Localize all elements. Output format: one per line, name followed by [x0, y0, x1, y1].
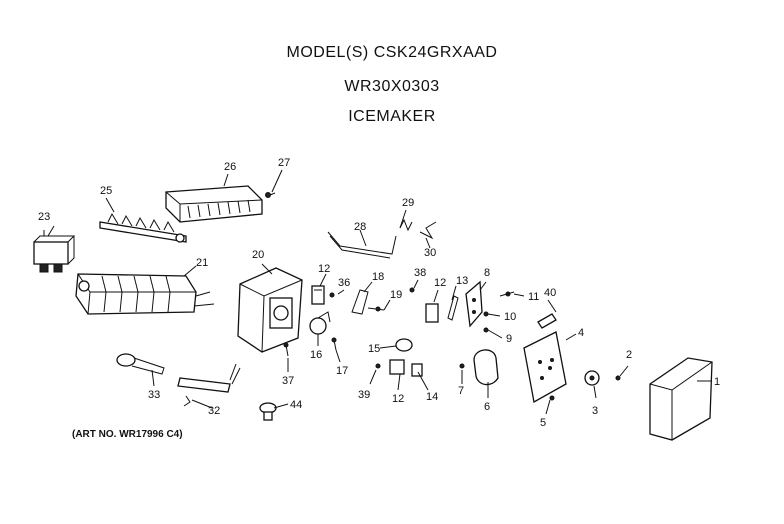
callout-15: 15: [368, 343, 380, 355]
callout-17: 17: [336, 365, 348, 377]
callout-6: 6: [484, 401, 490, 413]
callout-labels: 1 2 3 4 5 6 7 8 9 10 11 12 12 12 13 14 1…: [38, 157, 720, 429]
callout-26: 26: [224, 161, 236, 173]
part-15-gear: [395, 338, 413, 352]
callout-8: 8: [484, 267, 490, 279]
callout-10: 10: [504, 311, 516, 323]
callout-13: 13: [456, 275, 468, 287]
callout-14: 14: [426, 391, 438, 403]
part-1-cover: [649, 357, 713, 441]
callout-38: 38: [414, 267, 426, 279]
callout-40: 40: [544, 287, 556, 299]
part-23-water-valve: [33, 230, 76, 273]
callout-20: 20: [252, 249, 264, 261]
part-27-screw: [265, 192, 276, 198]
callout-29: 29: [402, 197, 414, 209]
part-17-screw: [331, 337, 337, 351]
callout-12a: 12: [318, 263, 330, 275]
part-39-screw: [375, 363, 381, 369]
part-4-mounting-plate: [523, 331, 567, 404]
callout-16: 16: [310, 349, 322, 361]
part-7-screw: [459, 363, 465, 369]
part-20-housing: [237, 267, 303, 353]
callout-12c: 12: [392, 393, 404, 405]
part-28-shutoff-arm: [327, 231, 397, 259]
part-14-clip: [411, 363, 423, 377]
model-title: MODEL(S) CSK24GRXAAD: [286, 44, 498, 61]
part-18-lever: [351, 289, 369, 315]
part-25-ejector: [99, 212, 187, 243]
part-6-motor: [473, 349, 499, 386]
callout-30: 30: [424, 247, 436, 259]
callout-32: 32: [208, 405, 220, 417]
part-number-title: WR30X0303: [344, 78, 440, 95]
callout-21: 21: [196, 257, 208, 269]
callout-12b: 12: [434, 277, 446, 289]
callout-23: 23: [38, 211, 50, 223]
part-30-clip: [419, 221, 437, 240]
part-29-spring: [399, 218, 413, 232]
part-13-bracket: [447, 295, 459, 321]
callout-3: 3: [592, 405, 598, 417]
part-8-plate: [465, 280, 483, 328]
callout-5: 5: [540, 417, 546, 429]
callout-11: 11: [528, 291, 539, 303]
part-12a-switch: [311, 285, 325, 305]
part-9-screw: [483, 327, 489, 333]
part-40-thermostat: [537, 313, 557, 329]
part-37-screw: [283, 342, 289, 357]
leader-lines: [47, 169, 711, 415]
art-number: (ART NO. WR17996 C4): [72, 429, 183, 440]
part-38-screw: [409, 287, 415, 293]
callout-19: 19: [390, 289, 402, 301]
callout-39: 39: [358, 389, 370, 401]
callout-33: 33: [148, 389, 160, 401]
part-12c-switch: [389, 359, 405, 375]
part-11-screw: [499, 291, 515, 297]
part-12b-switch: [425, 303, 439, 323]
callout-27: 27: [278, 157, 290, 169]
callout-44: 44: [290, 399, 302, 411]
callout-18: 18: [372, 271, 384, 283]
part-32-tube: [177, 363, 241, 407]
callout-7: 7: [458, 385, 464, 397]
part-19-screw: [367, 306, 385, 312]
callout-1: 1: [714, 376, 720, 388]
assembly-title: ICEMAKER: [348, 108, 436, 125]
part-36-screw: [329, 292, 335, 298]
part-21-mold: [75, 273, 215, 315]
callout-37: 37: [282, 375, 294, 387]
callout-9: 9: [506, 333, 512, 345]
part-26-ejector-cover: [165, 185, 263, 223]
part-10-screw: [483, 311, 489, 317]
part-2-screw: [615, 375, 621, 381]
callout-25: 25: [100, 185, 112, 197]
callout-36: 36: [338, 277, 350, 289]
part-44-plug: [259, 402, 277, 421]
part-5-screw: [549, 395, 555, 401]
part-33-fill-tube: [116, 353, 165, 375]
part-16-motor: [309, 311, 331, 335]
part-3-gear: [584, 370, 600, 386]
callout-28: 28: [354, 221, 366, 233]
callout-4: 4: [578, 327, 584, 339]
callout-2: 2: [626, 349, 632, 361]
